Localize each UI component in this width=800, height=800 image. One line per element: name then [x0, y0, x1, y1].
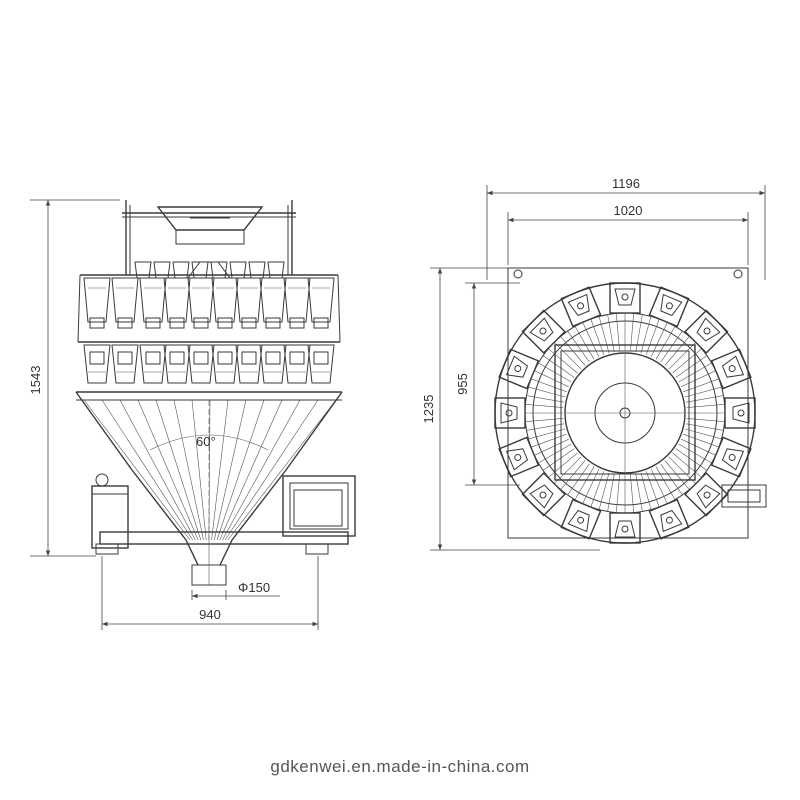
vibrator-pan — [172, 261, 190, 279]
feed-bucket — [307, 277, 335, 329]
hopper-head — [684, 472, 729, 517]
weigh-bucket — [283, 344, 311, 384]
base-frame — [91, 473, 349, 555]
weigh-bucket — [83, 344, 111, 384]
hopper-head — [494, 397, 526, 429]
hopper-head — [521, 472, 566, 517]
vibrator-pan — [267, 261, 285, 279]
feed-bucket — [187, 277, 215, 329]
weigh-bucket — [163, 344, 191, 384]
weigh-bucket — [307, 344, 335, 384]
feed-bucket — [259, 277, 287, 329]
weigh-bucket — [211, 344, 239, 384]
top-frame-width-label: 1020 — [614, 203, 643, 218]
top-overall-height-label: 1235 — [421, 395, 436, 424]
weigh-bucket — [139, 344, 167, 384]
hopper-head — [648, 286, 690, 328]
cone-angle-label: 60° — [196, 434, 216, 449]
front-view — [75, 200, 356, 586]
top-frame-height-label: 955 — [455, 373, 470, 395]
weigh-bucket — [259, 344, 287, 384]
hopper-head — [710, 436, 752, 478]
hopper-head — [521, 309, 566, 354]
vibrator-pan — [210, 261, 228, 279]
cone-angle-arc — [149, 434, 269, 451]
hopper-head — [560, 286, 602, 328]
weigh-buckets-row — [83, 344, 335, 384]
hopper-head — [609, 282, 641, 314]
vibrator-pan — [153, 261, 171, 279]
feed-bucket — [139, 277, 167, 329]
weigh-bucket — [235, 344, 263, 384]
front-height-label: 1543 — [28, 366, 43, 395]
feed-bucket — [111, 277, 139, 329]
hopper-head — [648, 498, 690, 540]
feed-buckets-row — [83, 261, 335, 329]
watermark: gdkenwei.en.made-in-china.com — [270, 757, 530, 776]
hopper-head — [560, 498, 602, 540]
hopper-head — [710, 348, 752, 390]
vibrator-pan — [229, 261, 247, 279]
feed-bucket — [83, 277, 111, 329]
top-view — [494, 267, 767, 544]
discharge-diameter-label: Φ150 — [238, 580, 270, 595]
hopper-head — [498, 348, 540, 390]
front-dimensions — [30, 199, 319, 630]
feed-bucket — [235, 277, 263, 329]
feed-bucket — [283, 277, 311, 329]
vibrator-pan — [191, 261, 209, 279]
hopper-head — [609, 512, 641, 544]
control-touchscreen — [282, 475, 356, 537]
hopper-head — [498, 436, 540, 478]
vibrator-pan — [134, 261, 152, 279]
hopper-head — [724, 397, 756, 429]
weigh-bucket — [111, 344, 139, 384]
weigh-bucket — [187, 344, 215, 384]
feed-bucket — [211, 277, 239, 329]
front-width-label: 940 — [199, 607, 221, 622]
top-overall-width-label: 1196 — [612, 176, 640, 191]
feed-bucket — [163, 277, 191, 329]
hopper-heads — [494, 282, 756, 544]
vibrator-pan — [248, 261, 266, 279]
hopper-head — [684, 309, 729, 354]
feed-hopper — [122, 200, 296, 275]
top-dimensions — [430, 185, 766, 551]
